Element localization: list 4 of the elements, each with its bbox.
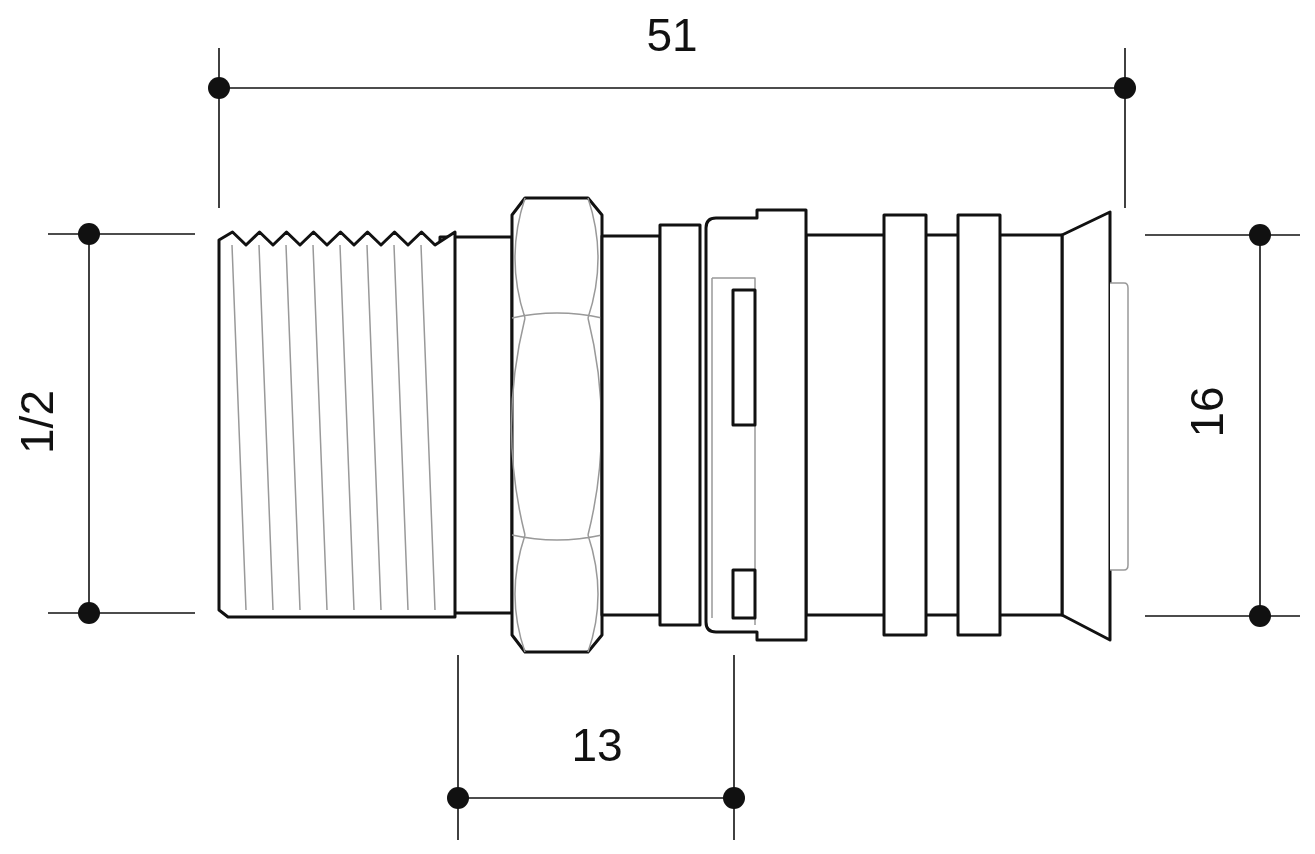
dimension-value: 51 xyxy=(646,12,698,58)
dimension-value: 16 xyxy=(1183,386,1230,438)
dimension-value: 1/2 xyxy=(14,390,60,454)
dimension-value: 13 xyxy=(571,722,623,768)
